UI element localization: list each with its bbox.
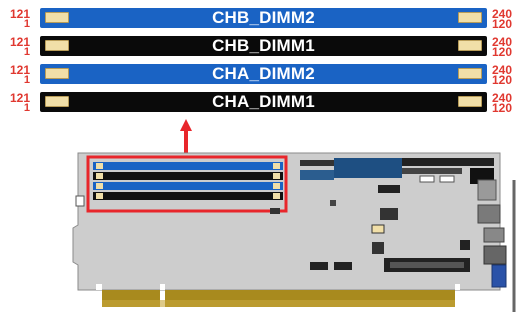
slot-latch-left — [45, 40, 69, 51]
pin-number-bottom: 120 — [492, 73, 513, 87]
dimm-slot-cha-dimm2: CHA_DIMM2 — [40, 64, 487, 84]
pin-label-left: 121 1 — [10, 63, 31, 86]
pin-label-left: 121 1 — [10, 7, 31, 30]
slot-label: CHA_DIMM2 — [212, 64, 315, 83]
header-connectors — [300, 158, 494, 184]
slot-label: CHA_DIMM1 — [212, 92, 315, 111]
pin-number-top: 121 — [10, 7, 31, 21]
board-chips — [270, 185, 400, 234]
slot-latch-left — [45, 12, 69, 23]
pin-number-bottom: 1 — [23, 102, 31, 114]
pin-number-bottom: 120 — [492, 101, 513, 115]
pin-number-top: 240 — [492, 91, 513, 105]
slot-latch-right — [458, 96, 482, 107]
pin-number-top: 240 — [492, 35, 513, 49]
dimm-highlight-box — [86, 155, 288, 213]
pin-number-bottom: 1 — [23, 18, 31, 30]
pin-number-top: 121 — [10, 91, 31, 105]
dimm-slot-chb-dimm2: CHB_DIMM2 — [40, 8, 487, 28]
edge-connector — [102, 290, 455, 307]
pin-number-bottom: 120 — [492, 45, 513, 59]
pin-number-top: 121 — [10, 35, 31, 49]
io-ports — [477, 179, 516, 312]
slot-latch-right — [458, 68, 482, 79]
pin-label-left: 121 1 — [10, 91, 31, 114]
pin-number-bottom: 120 — [492, 17, 513, 31]
pin-number-top: 240 — [492, 63, 513, 77]
dimm-slot-chb-dimm1: CHB_DIMM1 — [40, 36, 487, 56]
pin-number-top: 240 — [492, 7, 513, 21]
slot-latch-left — [45, 96, 69, 107]
pin-label-right: 240 120 — [492, 7, 513, 31]
pointer-arrow — [180, 119, 192, 156]
slot-label: CHB_DIMM1 — [212, 36, 315, 55]
pin-label-right: 240 120 — [492, 35, 513, 59]
slot-latch-right — [458, 12, 482, 23]
dimm-slot-cha-dimm1: CHA_DIMM1 — [40, 92, 487, 112]
slot-latch-left — [45, 68, 69, 79]
slot-label: CHB_DIMM2 — [212, 8, 315, 27]
slot-connectors-bottom — [310, 240, 470, 272]
pin-number-bottom: 1 — [23, 74, 31, 86]
pin-label-right: 240 120 — [492, 91, 513, 115]
pin-number-bottom: 1 — [23, 46, 31, 58]
pin-number-top: 121 — [10, 63, 31, 77]
pin-label-right: 240 120 — [492, 63, 513, 87]
slot-latch-right — [458, 40, 482, 51]
pin-label-left: 121 1 — [10, 35, 31, 58]
